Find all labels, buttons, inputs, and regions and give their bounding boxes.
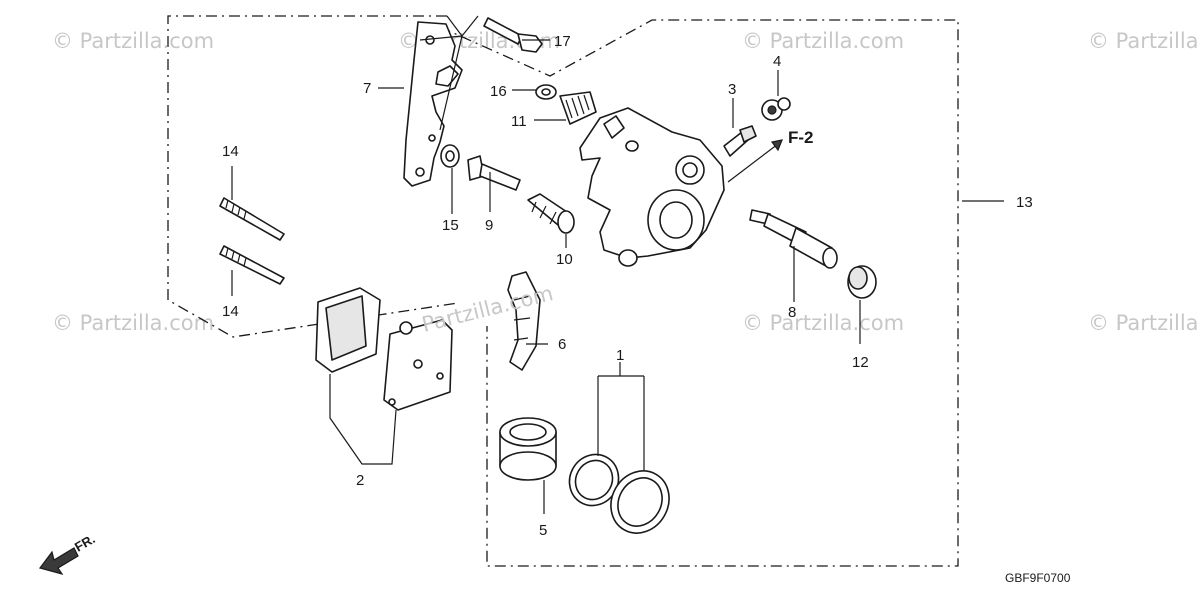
callout-7: 7 — [363, 80, 371, 97]
watermark-text: © Partzilla.com — [52, 29, 214, 53]
reference-arrowhead — [770, 139, 783, 152]
bolt-17 — [483, 17, 543, 53]
brake-pad-rear — [383, 319, 453, 411]
boot-11 — [559, 91, 597, 125]
bleeder-3 — [723, 125, 757, 157]
caliper-body — [579, 107, 725, 267]
callout-10: 10 — [556, 251, 573, 268]
left-assembly-boundary — [167, 15, 459, 338]
pin-9 — [467, 155, 521, 191]
watermark-text: © Partzilla.com — [52, 311, 214, 335]
callout-labels: 1 2 3 4 5 6 7 8 9 10 11 12 13 14 14 15 1… — [222, 33, 1033, 539]
reference-label: F-2 — [788, 128, 814, 147]
caliper-bracket — [403, 21, 463, 187]
callout-14: 14 — [222, 143, 239, 160]
leader-lines — [231, 15, 1004, 514]
callout-5: 5 — [539, 522, 547, 539]
callout-4: 4 — [773, 53, 781, 70]
seal-1-outer — [610, 470, 670, 534]
watermark-text: © Partzilla.com — [1088, 29, 1200, 53]
reference-arrow — [727, 143, 779, 183]
callout-1: 1 — [616, 347, 624, 364]
boot-10 — [527, 193, 575, 234]
callout-8: 8 — [788, 304, 796, 321]
callout-16: 16 — [490, 83, 507, 100]
watermark-layer: © Partzilla.com © Partzilla.com © Partzi… — [52, 29, 1200, 335]
callout-11: 11 — [511, 113, 527, 130]
watermark-text: © Partzilla.com — [1088, 311, 1200, 335]
slide-pin-8 — [749, 209, 838, 269]
piston-5 — [499, 417, 557, 481]
washer-16 — [535, 84, 557, 100]
callout-6: 6 — [558, 336, 566, 353]
callout-2: 2 — [356, 472, 364, 489]
callout-14: 14 — [222, 303, 239, 320]
watermark-text: © Partzilla.com — [742, 311, 904, 335]
callout-3: 3 — [728, 81, 736, 98]
callout-12: 12 — [852, 354, 869, 371]
main-assembly-boundary — [439, 19, 959, 567]
boot-12 — [847, 265, 877, 299]
pin-14-lower — [219, 245, 285, 285]
pin-14-upper — [219, 197, 285, 241]
watermark-text: © Partzilla.com — [742, 29, 904, 53]
diagram-code: GBF9F0700 — [1005, 571, 1071, 585]
callout-17: 17 — [554, 33, 571, 50]
seal-1-inner — [568, 453, 620, 507]
pad-spring-6 — [507, 271, 541, 371]
cap-4 — [761, 97, 791, 121]
front-direction-arrow: FR. — [38, 531, 98, 576]
brake-pad-front — [315, 287, 381, 373]
callout-13: 13 — [1016, 194, 1033, 211]
callout-15: 15 — [442, 217, 459, 234]
callout-9: 9 — [485, 217, 493, 234]
washer-15 — [440, 144, 460, 168]
